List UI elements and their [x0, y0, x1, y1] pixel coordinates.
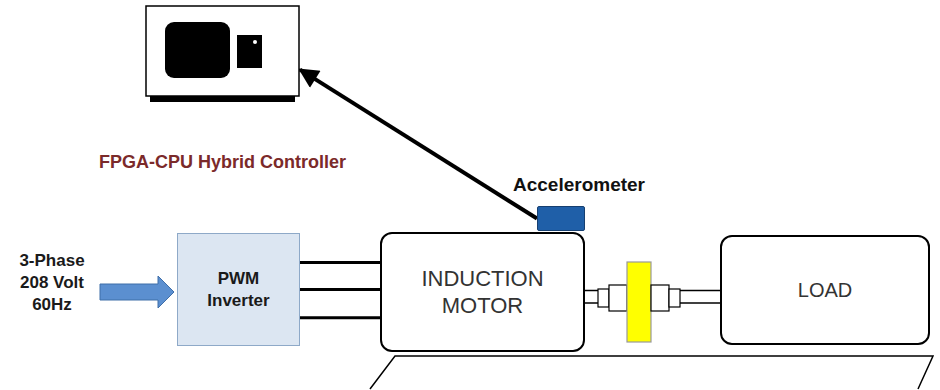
phase-wire: [300, 262, 380, 263]
computer-screen: [165, 22, 230, 78]
load-box: LOAD: [720, 235, 930, 345]
inverter-box: PWM Inverter: [177, 233, 300, 346]
accelerometer-sensor: Accelerometer: [537, 206, 585, 231]
shaft-collar: [598, 289, 609, 307]
computer-case: [146, 6, 299, 96]
box-text: LOAD: [798, 278, 852, 303]
signal-arrow: [300, 70, 537, 219]
computer-drive: [237, 35, 262, 68]
motor-box: INDUCTION MOTOR: [380, 232, 585, 352]
connector-line: [300, 261, 380, 264]
computer-stand: [150, 96, 295, 102]
supply-arrow: [100, 276, 174, 308]
node-caption: Accelerometer: [513, 173, 645, 197]
coupling-hub: [651, 285, 669, 311]
power-led: [253, 40, 257, 44]
coupling-hub: [609, 285, 627, 311]
phase-wire: [300, 317, 380, 318]
shaft-coupling: [598, 262, 680, 342]
base-plate: [370, 356, 933, 389]
box-text: INDUCTION MOTOR: [403, 265, 563, 320]
node-caption: FPGA-CPU Hybrid Controller: [99, 151, 346, 174]
connector-line: [300, 70, 537, 219]
phase-wire: [300, 289, 380, 290]
computer-outline: [145, 5, 300, 103]
connector-line: [300, 288, 380, 291]
controller-computer: FPGA-CPU Hybrid Controller: [145, 5, 300, 103]
connector-line: [300, 316, 380, 319]
supply-label: 3-Phase 208 Volt 60Hz: [8, 250, 96, 316]
shaft-collar: [669, 289, 680, 307]
coupling-disc: [627, 262, 651, 342]
box-text: PWM Inverter: [189, 268, 289, 311]
